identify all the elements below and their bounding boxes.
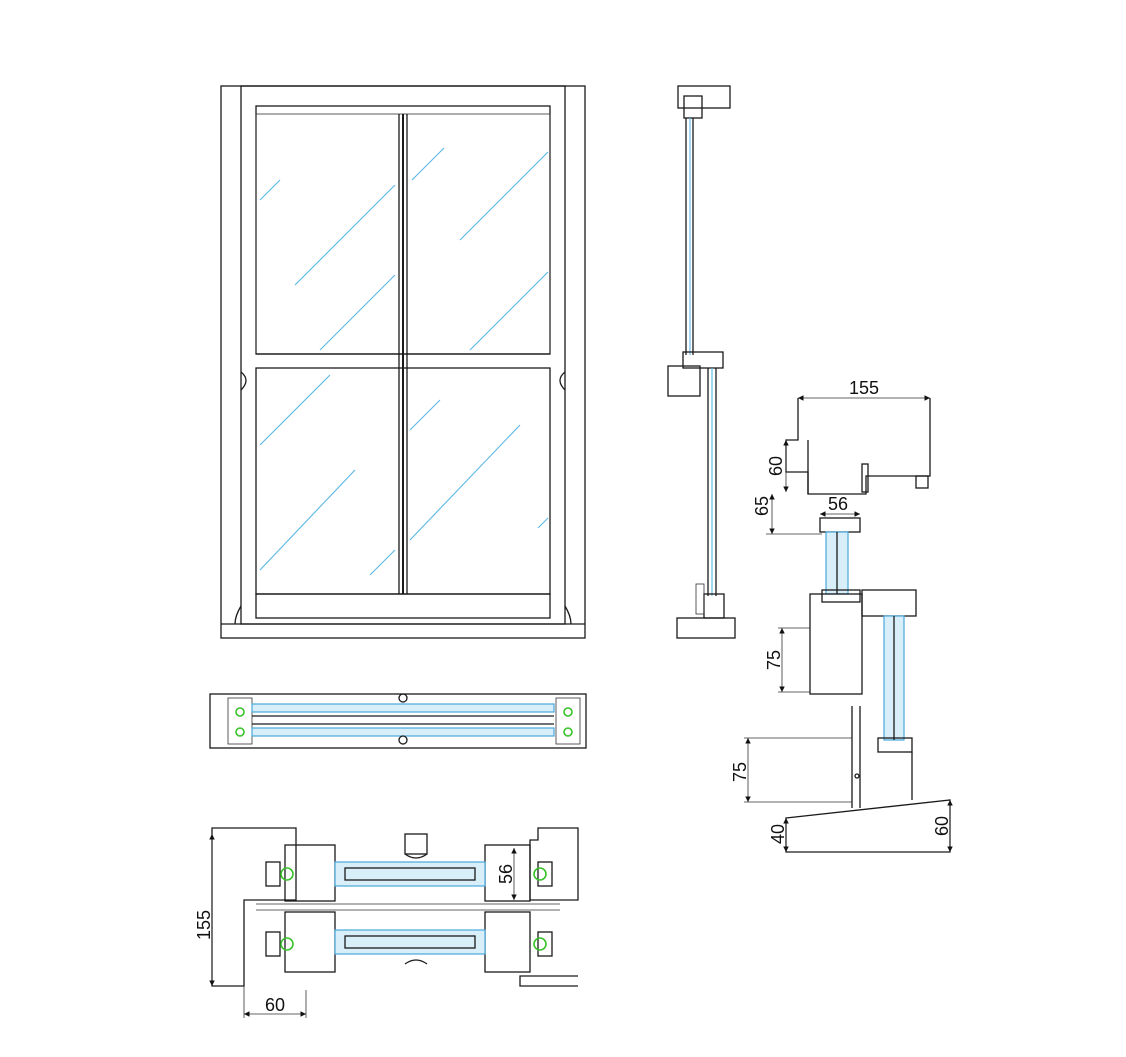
head-width-label: 155: [849, 378, 879, 398]
sill-front-label: 40: [768, 824, 788, 844]
plan-frame-label: 60: [265, 995, 285, 1015]
sash-depth-label: 56: [828, 494, 848, 514]
sill-back-label: 60: [932, 816, 952, 836]
plan-sash-label: 56: [496, 864, 516, 884]
detail-section: 155 60 65 56 75 75 40 60: [730, 378, 953, 853]
sill-height-label: 75: [730, 762, 750, 782]
vertical-section: [667, 85, 736, 639]
head-height-top-label: 60: [766, 456, 786, 476]
elevation-view: [220, 85, 586, 639]
horizontal-section-small: [209, 693, 587, 749]
head-height-lower-label: 65: [752, 496, 772, 516]
plan-detail: 155 56 60: [194, 827, 579, 1018]
plan-depth-label: 155: [194, 910, 214, 940]
meeting-rail-label: 75: [764, 650, 784, 670]
